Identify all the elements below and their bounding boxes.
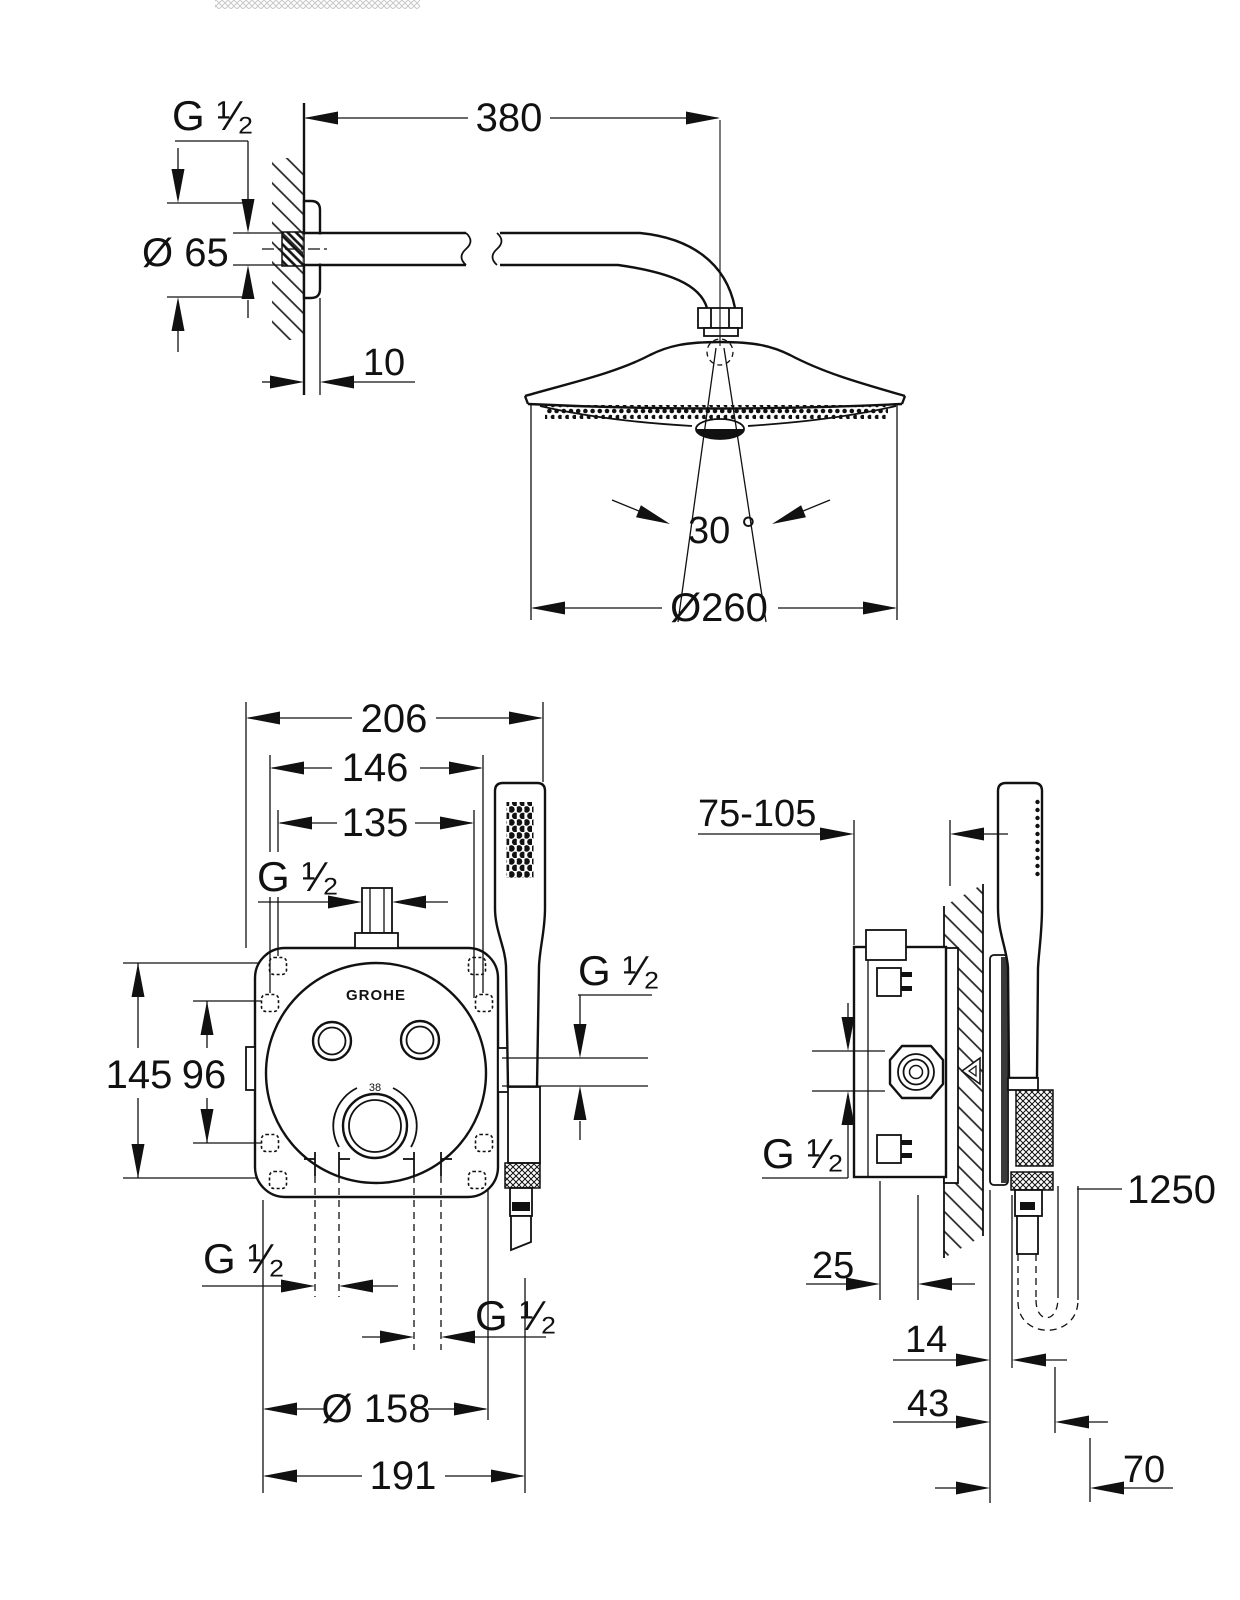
overall-height-dimension: 145	[106, 962, 258, 1179]
overall-width-label: 206	[361, 697, 428, 741]
install-depth-label: 75-105	[698, 793, 816, 835]
hose-length-dimension: 1250	[1077, 1168, 1216, 1212]
depth-43-dimension: 43	[893, 1367, 1108, 1433]
hose-length-label: 1250	[1127, 1168, 1216, 1212]
bottom-ports-hidden-lines	[304, 1152, 452, 1350]
cropped-logo-strip	[215, 0, 420, 9]
trim-plate-side	[989, 954, 1009, 1186]
depth-14-dimension: 14	[893, 1190, 1067, 1503]
bottom-right-thread-dimension: G ¹⁄₂	[362, 1292, 557, 1344]
arm-length-label: 380	[476, 96, 543, 140]
head-diameter-dimension: Ø260	[530, 403, 898, 630]
spray-dots-edge	[1035, 799, 1040, 877]
select-button-right[interactable]	[399, 1019, 441, 1061]
corner-screw-width-dimension: 135	[277, 801, 475, 998]
depth-43-label: 43	[907, 1383, 949, 1425]
bottom-left-thread-label: G ¹⁄₂	[203, 1235, 285, 1282]
rough-in-box	[852, 929, 948, 1179]
front-view-thermostat: GROHE 38	[106, 697, 660, 1498]
hand-shower-holder	[507, 1086, 541, 1164]
side-screw-width-label: 146	[342, 746, 409, 790]
offset-70-label: 70	[1123, 1449, 1165, 1491]
right-port-thread-label: G ¹⁄₂	[578, 947, 660, 994]
hose-side	[1014, 1186, 1079, 1331]
holder-knurl	[1015, 1089, 1054, 1167]
shower-head	[523, 338, 907, 440]
offset-70-dimension: 70	[935, 1438, 1173, 1502]
hose-nut-knurl-side	[1010, 1171, 1054, 1191]
arm-thread-label: G ¹⁄₂	[172, 92, 254, 139]
spray-angle-label: 30 °	[688, 510, 756, 552]
head-diameter-label: Ø260	[670, 586, 768, 630]
depth-14-label: 14	[905, 1319, 947, 1361]
thermostat-knob[interactable]: 38	[332, 1082, 418, 1160]
top-port	[354, 887, 399, 949]
arm-length-dimension: 380	[304, 96, 720, 140]
bottom-right-thread-label: G ¹⁄₂	[475, 1292, 557, 1339]
flange-depth-dimension: 10	[262, 342, 415, 389]
side-thread-dimension: G ¹⁄₂	[762, 1003, 885, 1179]
mounting-screws	[260, 956, 494, 1190]
side-screw-width-dimension: 146	[269, 746, 484, 993]
shower-arm	[303, 231, 743, 337]
side-view-thermostat: 75-105 G ¹⁄₂ 1250 25	[698, 781, 1216, 1503]
left-port-tab	[245, 1046, 256, 1091]
overall-height-label: 145	[106, 1053, 173, 1097]
temp-38-marking: 38	[369, 1082, 381, 1094]
flange-depth-label: 10	[363, 342, 405, 384]
mounting-plate	[253, 946, 500, 1199]
bottom-left-thread-dimension: G ¹⁄₂	[202, 1235, 398, 1293]
top-view-head-shower: 30 ° Ø260 380 G ¹⁄₂	[142, 92, 907, 630]
hose-nut-knurl	[504, 1162, 541, 1189]
corner-screw-width-label: 135	[342, 801, 409, 845]
side-thread-label: G ¹⁄₂	[762, 1130, 844, 1177]
screw-height-dimension: 96	[182, 1000, 262, 1144]
hose-start	[510, 1215, 532, 1252]
screw-height-label: 96	[182, 1053, 227, 1097]
center-outlet	[696, 429, 744, 439]
spray-face-nozzles	[545, 405, 888, 419]
hand-shower-side	[996, 781, 1044, 1091]
spray-angle-dimension: 30 °	[611, 347, 831, 623]
overall-width-dimension: 206	[245, 697, 544, 948]
select-button-left[interactable]	[311, 1020, 353, 1062]
depth-25-label: 25	[812, 1245, 854, 1287]
plate-diameter-label: Ø 158	[322, 1387, 431, 1431]
ball-joint	[706, 338, 734, 366]
hand-shower-front	[493, 781, 547, 1252]
bottom-width-label: 191	[370, 1454, 437, 1498]
install-depth-dimension: 75-105	[698, 793, 1008, 945]
plate-diameter-dimension: Ø 158	[262, 1190, 489, 1493]
top-port-thread-dimension: G ¹⁄₂	[257, 853, 448, 909]
flange-diameter-dimension: Ø 65	[142, 148, 252, 352]
top-port-thread-label: G ¹⁄₂	[257, 853, 339, 900]
depth-25-dimension: 25	[806, 1181, 975, 1300]
trim-plate-circle	[264, 961, 488, 1185]
hand-shower-spray-face	[506, 802, 534, 878]
right-port-thread-dimension: G ¹⁄₂	[502, 947, 660, 1140]
inspection-triangle-mark	[960, 1056, 981, 1086]
bottom-width-dimension: 191	[263, 1278, 526, 1498]
flange-diameter-label: Ø 65	[142, 231, 229, 275]
brand-logo: GROHE	[346, 987, 406, 1004]
arm-thread-dimension: G ¹⁄₂	[172, 92, 284, 318]
